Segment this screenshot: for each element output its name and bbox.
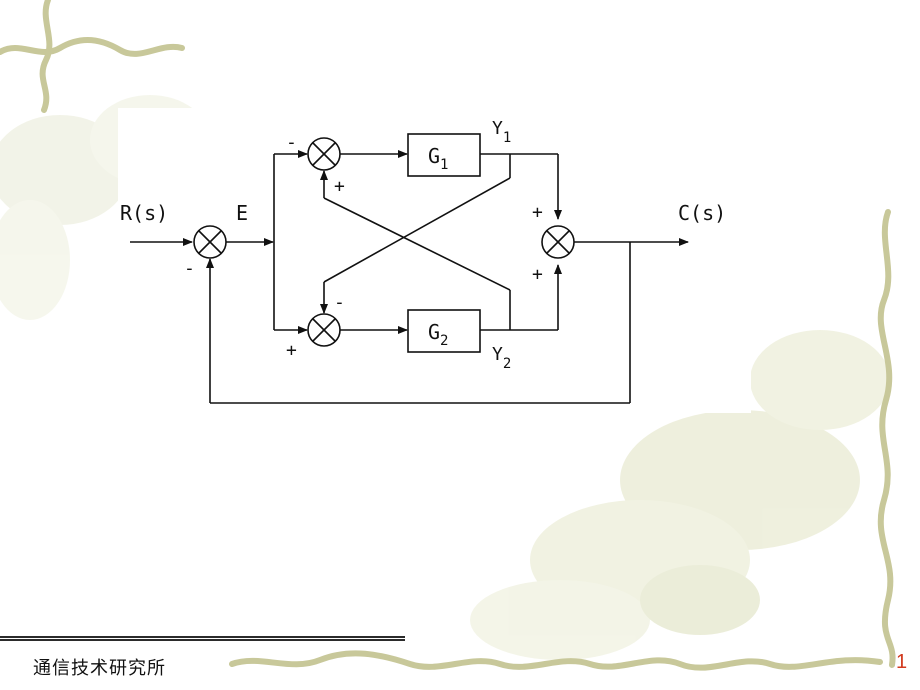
vine-bottom [229,650,883,671]
g1-label: G1 [428,144,448,173]
g2-name: G [428,320,440,344]
y2-subscript: 2 [503,356,511,372]
bottom-sum-plus-sign: + [286,340,297,361]
output-label: C(s) [678,201,726,225]
top-junction-cross-b [312,142,336,166]
y1-label: Y1 [492,118,511,146]
footer-divider-line [0,636,405,638]
y2-name: Y [492,344,503,365]
footer-divider [0,636,405,644]
g1-subscript: 1 [440,157,448,173]
footer-divider-line [0,639,405,641]
y1-name: Y [492,118,503,139]
block-diagram: R(s) E C(s) G1 G2 Y1 Y2 - - + - + + + [120,118,726,404]
y1-subscript: 1 [503,130,511,146]
input-label: R(s) [120,201,168,225]
g2-label: G2 [428,320,448,349]
output-sum-bottom-plus-sign: + [532,264,543,285]
main-junction-cross-b [198,230,222,254]
bottom-junction-cross-b [312,318,336,342]
footer-organization: 通信技术研究所 [33,658,166,679]
g2-block [407,309,481,353]
g1-block [407,133,481,177]
top-sum-minus-sign: - [286,132,297,153]
faded-blossom-bottom-right [470,330,890,660]
bottom-sum-minus-sign: - [334,292,345,313]
y1-to-bottom-sum-diagonal [323,177,511,283]
main-sum-minus-sign: - [184,258,195,279]
page-number: 1 [896,651,908,673]
top-sum-plus-sign: + [334,176,345,197]
vine-right [877,209,896,668]
error-label: E [236,201,248,225]
vine-top-left [0,0,185,113]
y2-to-top-sum-diagonal [323,197,511,291]
block-diagram-panel: R(s) E C(s) G1 G2 Y1 Y2 - - + - + + + [118,108,751,413]
output-junction-cross-b [546,230,570,254]
g1-name: G [428,144,440,168]
y2-label: Y2 [492,344,511,372]
output-sum-top-plus-sign: + [532,202,543,223]
g2-subscript: 2 [440,333,448,349]
